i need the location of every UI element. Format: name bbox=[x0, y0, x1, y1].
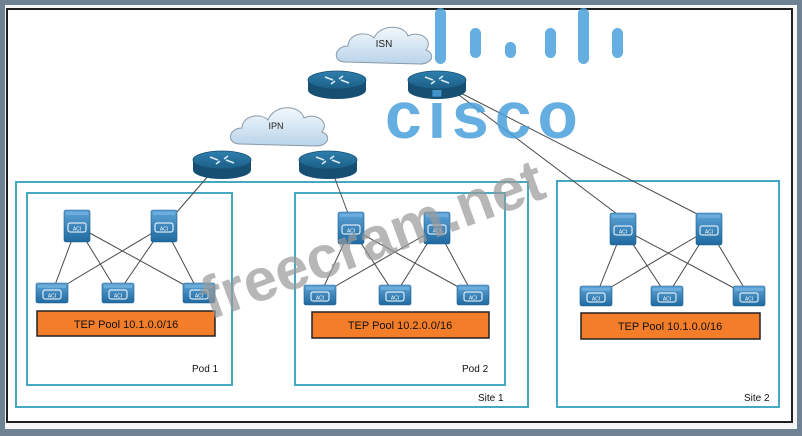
leaf-switch-site-2-2: ACI bbox=[650, 285, 684, 307]
tep-pool-pod-2-label: TEP Pool 10.2.0.0/16 bbox=[348, 320, 452, 332]
cisco-logo-bar bbox=[435, 8, 446, 64]
cisco-logo-bar bbox=[612, 28, 623, 58]
acl-icon-label: ACI bbox=[619, 230, 627, 236]
spine-switch-site-2-2: ACI bbox=[695, 212, 723, 246]
cisco-logo-text: cisco bbox=[385, 78, 584, 152]
acl-icon-label: ACI bbox=[469, 296, 477, 302]
acl-icon-label: ACI bbox=[745, 297, 753, 303]
acl-icon-label: ACI bbox=[316, 296, 324, 302]
spine-switch-pod-2-1: ACI bbox=[337, 211, 365, 245]
link-isn-site2-spine2 bbox=[446, 85, 704, 218]
spine-switch-pod-2-2: ACI bbox=[423, 211, 451, 245]
tep-pool-site-2: TEP Pool 10.1.0.0/16 bbox=[580, 312, 761, 340]
leaf-switch-pod-2-1: ACI bbox=[303, 284, 337, 306]
link-site-2-spine1-leaf3 bbox=[622, 228, 750, 297]
tep-pool-pod-2: TEP Pool 10.2.0.0/16 bbox=[311, 311, 490, 339]
acl-icon-label: ACI bbox=[705, 230, 713, 236]
ipn-label: IPN bbox=[268, 121, 283, 131]
link-site-2-spine2-leaf1 bbox=[595, 228, 710, 297]
tep-pool-site-2-label: TEP Pool 10.1.0.0/16 bbox=[618, 321, 722, 333]
acl-icon-label: ACI bbox=[347, 229, 355, 235]
acl-icon-label: ACI bbox=[160, 227, 168, 233]
link-pod-2-spine2-leaf1 bbox=[319, 227, 438, 296]
pod-1-container bbox=[26, 192, 233, 386]
acl-icon-label: ACI bbox=[391, 296, 399, 302]
cisco-logo-bar bbox=[470, 28, 481, 58]
acl-icon-label: ACI bbox=[663, 297, 671, 303]
tep-pool-pod-1-label: TEP Pool 10.1.0.0/16 bbox=[74, 319, 178, 331]
site-2-container bbox=[556, 180, 780, 408]
spine-switch-pod-1-1: ACI bbox=[63, 209, 91, 243]
link-pod-1-spine2-leaf1 bbox=[51, 225, 165, 294]
leaf-switch-site-2-1: ACI bbox=[579, 285, 613, 307]
router-icon bbox=[298, 150, 358, 179]
link-pod-1-spine1-leaf3 bbox=[76, 225, 200, 294]
cisco-logo-bar bbox=[578, 8, 589, 64]
router-icon bbox=[307, 70, 367, 99]
drawing-border bbox=[6, 8, 793, 423]
router-icon bbox=[192, 150, 252, 179]
router-icon bbox=[407, 70, 467, 99]
pod-2-label: Pod 2 bbox=[462, 364, 489, 375]
acl-icon-label: ACI bbox=[195, 294, 203, 300]
spine-switch-pod-1-2: ACI bbox=[150, 209, 178, 243]
leaf-switch-site-2-3: ACI bbox=[732, 285, 766, 307]
isn-cloud: ISN bbox=[335, 26, 433, 65]
ipn-cloud: IPN bbox=[230, 107, 329, 147]
acl-icon-label: ACI bbox=[433, 229, 441, 235]
containers bbox=[15, 180, 780, 408]
devices: ACI ACI ACI ACI ACI ACI ACI ACI ACI ACI ACI ACI ACI A… bbox=[35, 70, 766, 307]
leaf-switch-pod-1-2: ACI bbox=[101, 282, 135, 304]
pod-2-container bbox=[294, 192, 506, 386]
spine-switch-site-2-1: ACI bbox=[609, 212, 637, 246]
acl-icon-label: ACI bbox=[73, 227, 81, 233]
cisco-logo-bar bbox=[505, 42, 516, 58]
acl-icon-label: ACI bbox=[48, 294, 56, 300]
site-1-container bbox=[15, 181, 529, 408]
leaf-switch-pod-2-3: ACI bbox=[456, 284, 490, 306]
site-2-label: Site 2 bbox=[744, 393, 770, 404]
cisco-logo-bar bbox=[545, 28, 556, 58]
link-isn-site2-spine1 bbox=[446, 85, 622, 218]
link-pod-2-spine1-leaf3 bbox=[350, 227, 474, 296]
leaf-switch-pod-2-2: ACI bbox=[378, 284, 412, 306]
acl-icon-label: ACI bbox=[592, 297, 600, 303]
isn-label: ISN bbox=[376, 39, 393, 50]
acl-icon-label: ACI bbox=[114, 294, 122, 300]
pod-1-label: Pod 1 bbox=[192, 364, 219, 375]
cisco-logo-watermark: cisco bbox=[385, 8, 623, 152]
leaf-switch-pod-1-1: ACI bbox=[35, 282, 69, 304]
leaf-switch-pod-1-3: ACI bbox=[182, 282, 216, 304]
site-1-label: Site 1 bbox=[478, 393, 504, 404]
tep-pool-pod-1: TEP Pool 10.1.0.0/16 bbox=[36, 310, 216, 337]
